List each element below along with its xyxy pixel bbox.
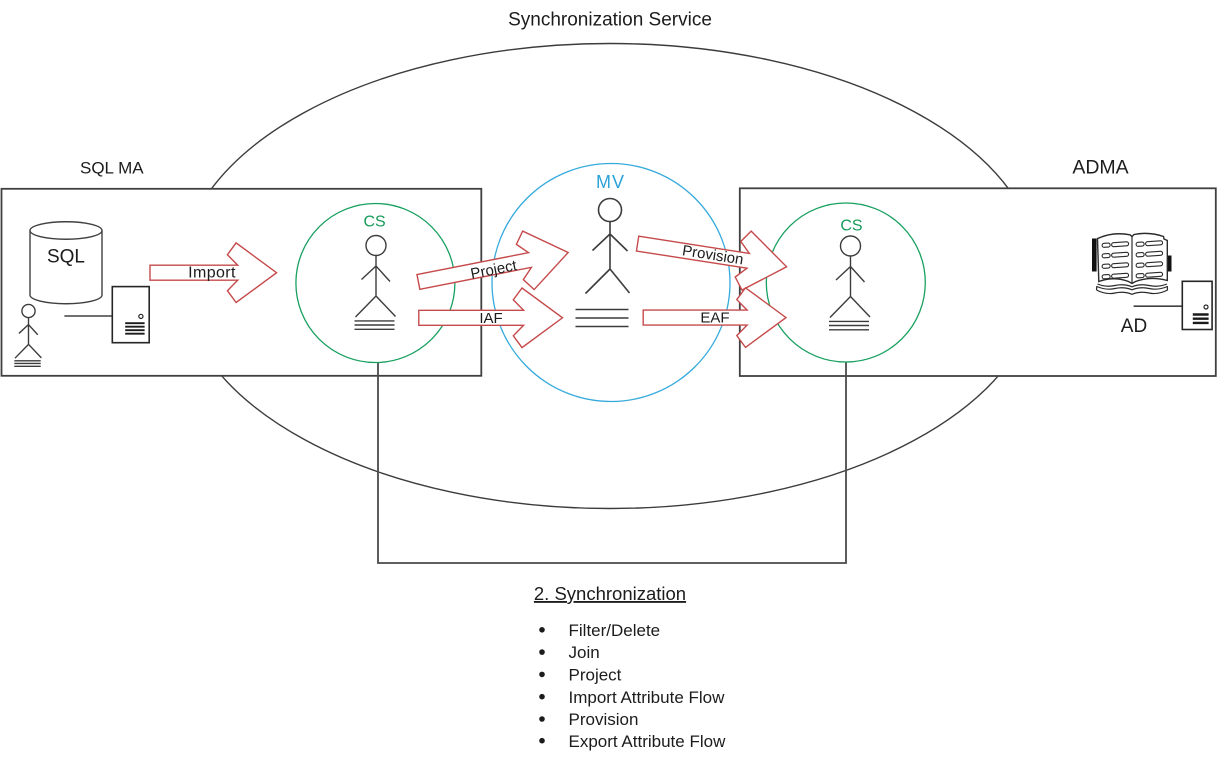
svg-text:IAF: IAF [479, 310, 502, 327]
svg-text:2. Synchronization: 2. Synchronization [534, 583, 686, 604]
svg-text:Import Attribute Flow: Import Attribute Flow [569, 688, 726, 707]
svg-text:Synchronization Service: Synchronization Service [508, 10, 712, 31]
svg-text:Export Attribute Flow: Export Attribute Flow [569, 732, 727, 751]
svg-text:Project: Project [569, 666, 622, 685]
svg-text:Import: Import [188, 265, 236, 282]
svg-text:Filter/Delete: Filter/Delete [569, 621, 661, 640]
svg-text:CS: CS [840, 218, 862, 235]
svg-text:SQL: SQL [47, 247, 85, 268]
svg-text:MV: MV [596, 172, 625, 192]
svg-text:Provision: Provision [569, 710, 639, 729]
svg-text:CS: CS [363, 214, 385, 231]
svg-text:ADMA: ADMA [1072, 157, 1128, 179]
svg-text:EAF: EAF [700, 310, 729, 327]
svg-text:Join: Join [569, 643, 600, 662]
svg-text:AD: AD [1121, 316, 1147, 337]
svg-text:SQL MA: SQL MA [80, 159, 144, 178]
